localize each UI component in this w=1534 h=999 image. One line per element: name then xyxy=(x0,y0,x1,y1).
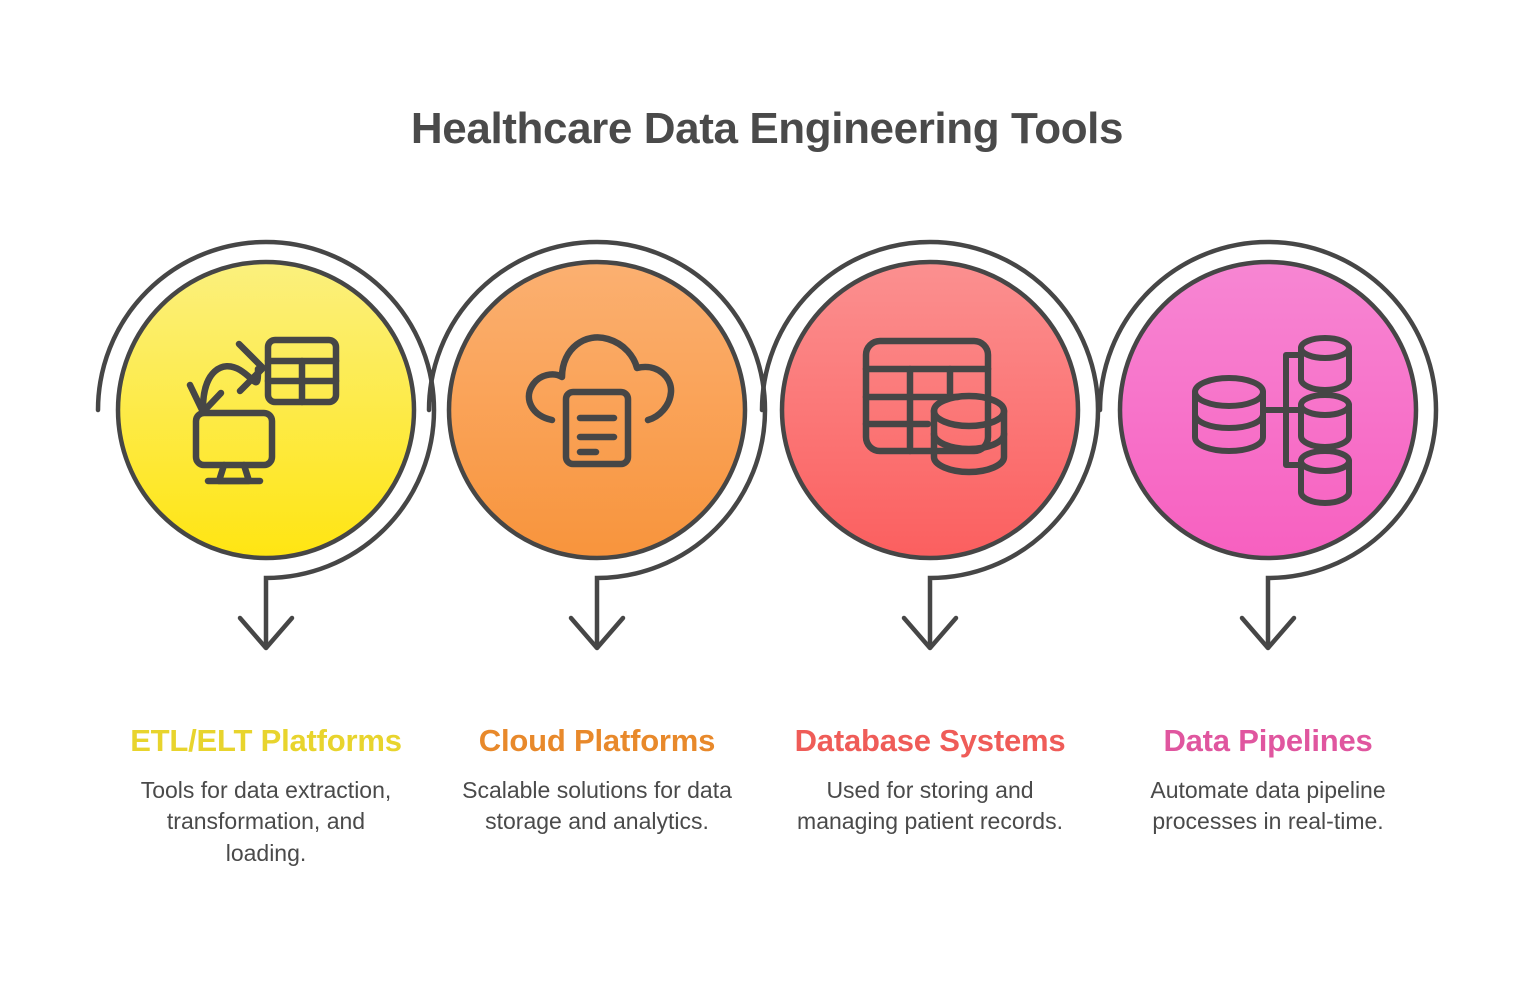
arrow-head-2 xyxy=(568,615,626,651)
etl-transform-icon xyxy=(186,336,340,485)
outer-ring-arc-3 xyxy=(759,239,1101,648)
data-pipeline-icon xyxy=(1192,335,1352,506)
arrow-head-4 xyxy=(1239,615,1297,651)
column-description-2: Scalable solutions for data storage and … xyxy=(462,777,732,835)
column-heading-4: Data Pipelines xyxy=(1163,723,1373,758)
outer-ring-arc-4 xyxy=(1097,239,1439,648)
column-text-3: Database Systems Used for storing and ma… xyxy=(791,722,1069,838)
column-text-2: Cloud Platforms Scalable solutions for d… xyxy=(458,722,736,838)
column-heading-1: ETL/ELT Platforms xyxy=(130,723,402,758)
column-heading-3: Database Systems xyxy=(794,723,1066,758)
node-group-3[interactable] xyxy=(759,239,1101,651)
column-text-1: ETL/ELT Platforms Tools for data extract… xyxy=(127,722,405,869)
column-description-1: Tools for data extraction, transformatio… xyxy=(140,777,392,866)
column-text-4: Data Pipelines Automate data pipeline pr… xyxy=(1129,722,1407,838)
column-description-4: Automate data pipeline processes in real… xyxy=(1150,777,1386,835)
node-group-2[interactable] xyxy=(426,239,768,651)
arrow-head-3 xyxy=(901,615,959,651)
arrow-head-1 xyxy=(237,615,295,651)
node-group-4[interactable] xyxy=(1097,239,1439,651)
cloud-document-icon xyxy=(525,334,675,468)
page-title: Healthcare Data Engineering Tools xyxy=(410,104,1124,153)
column-description-3: Used for storing and managing patient re… xyxy=(797,777,1063,835)
node-group-1[interactable] xyxy=(95,239,437,651)
column-heading-2: Cloud Platforms xyxy=(478,723,716,758)
outer-ring-arc-2 xyxy=(426,239,768,648)
circle-3[interactable] xyxy=(779,259,1081,561)
circle-2[interactable] xyxy=(446,259,748,561)
database-table-icon xyxy=(862,337,1008,476)
outer-ring-arc-1 xyxy=(95,239,437,648)
